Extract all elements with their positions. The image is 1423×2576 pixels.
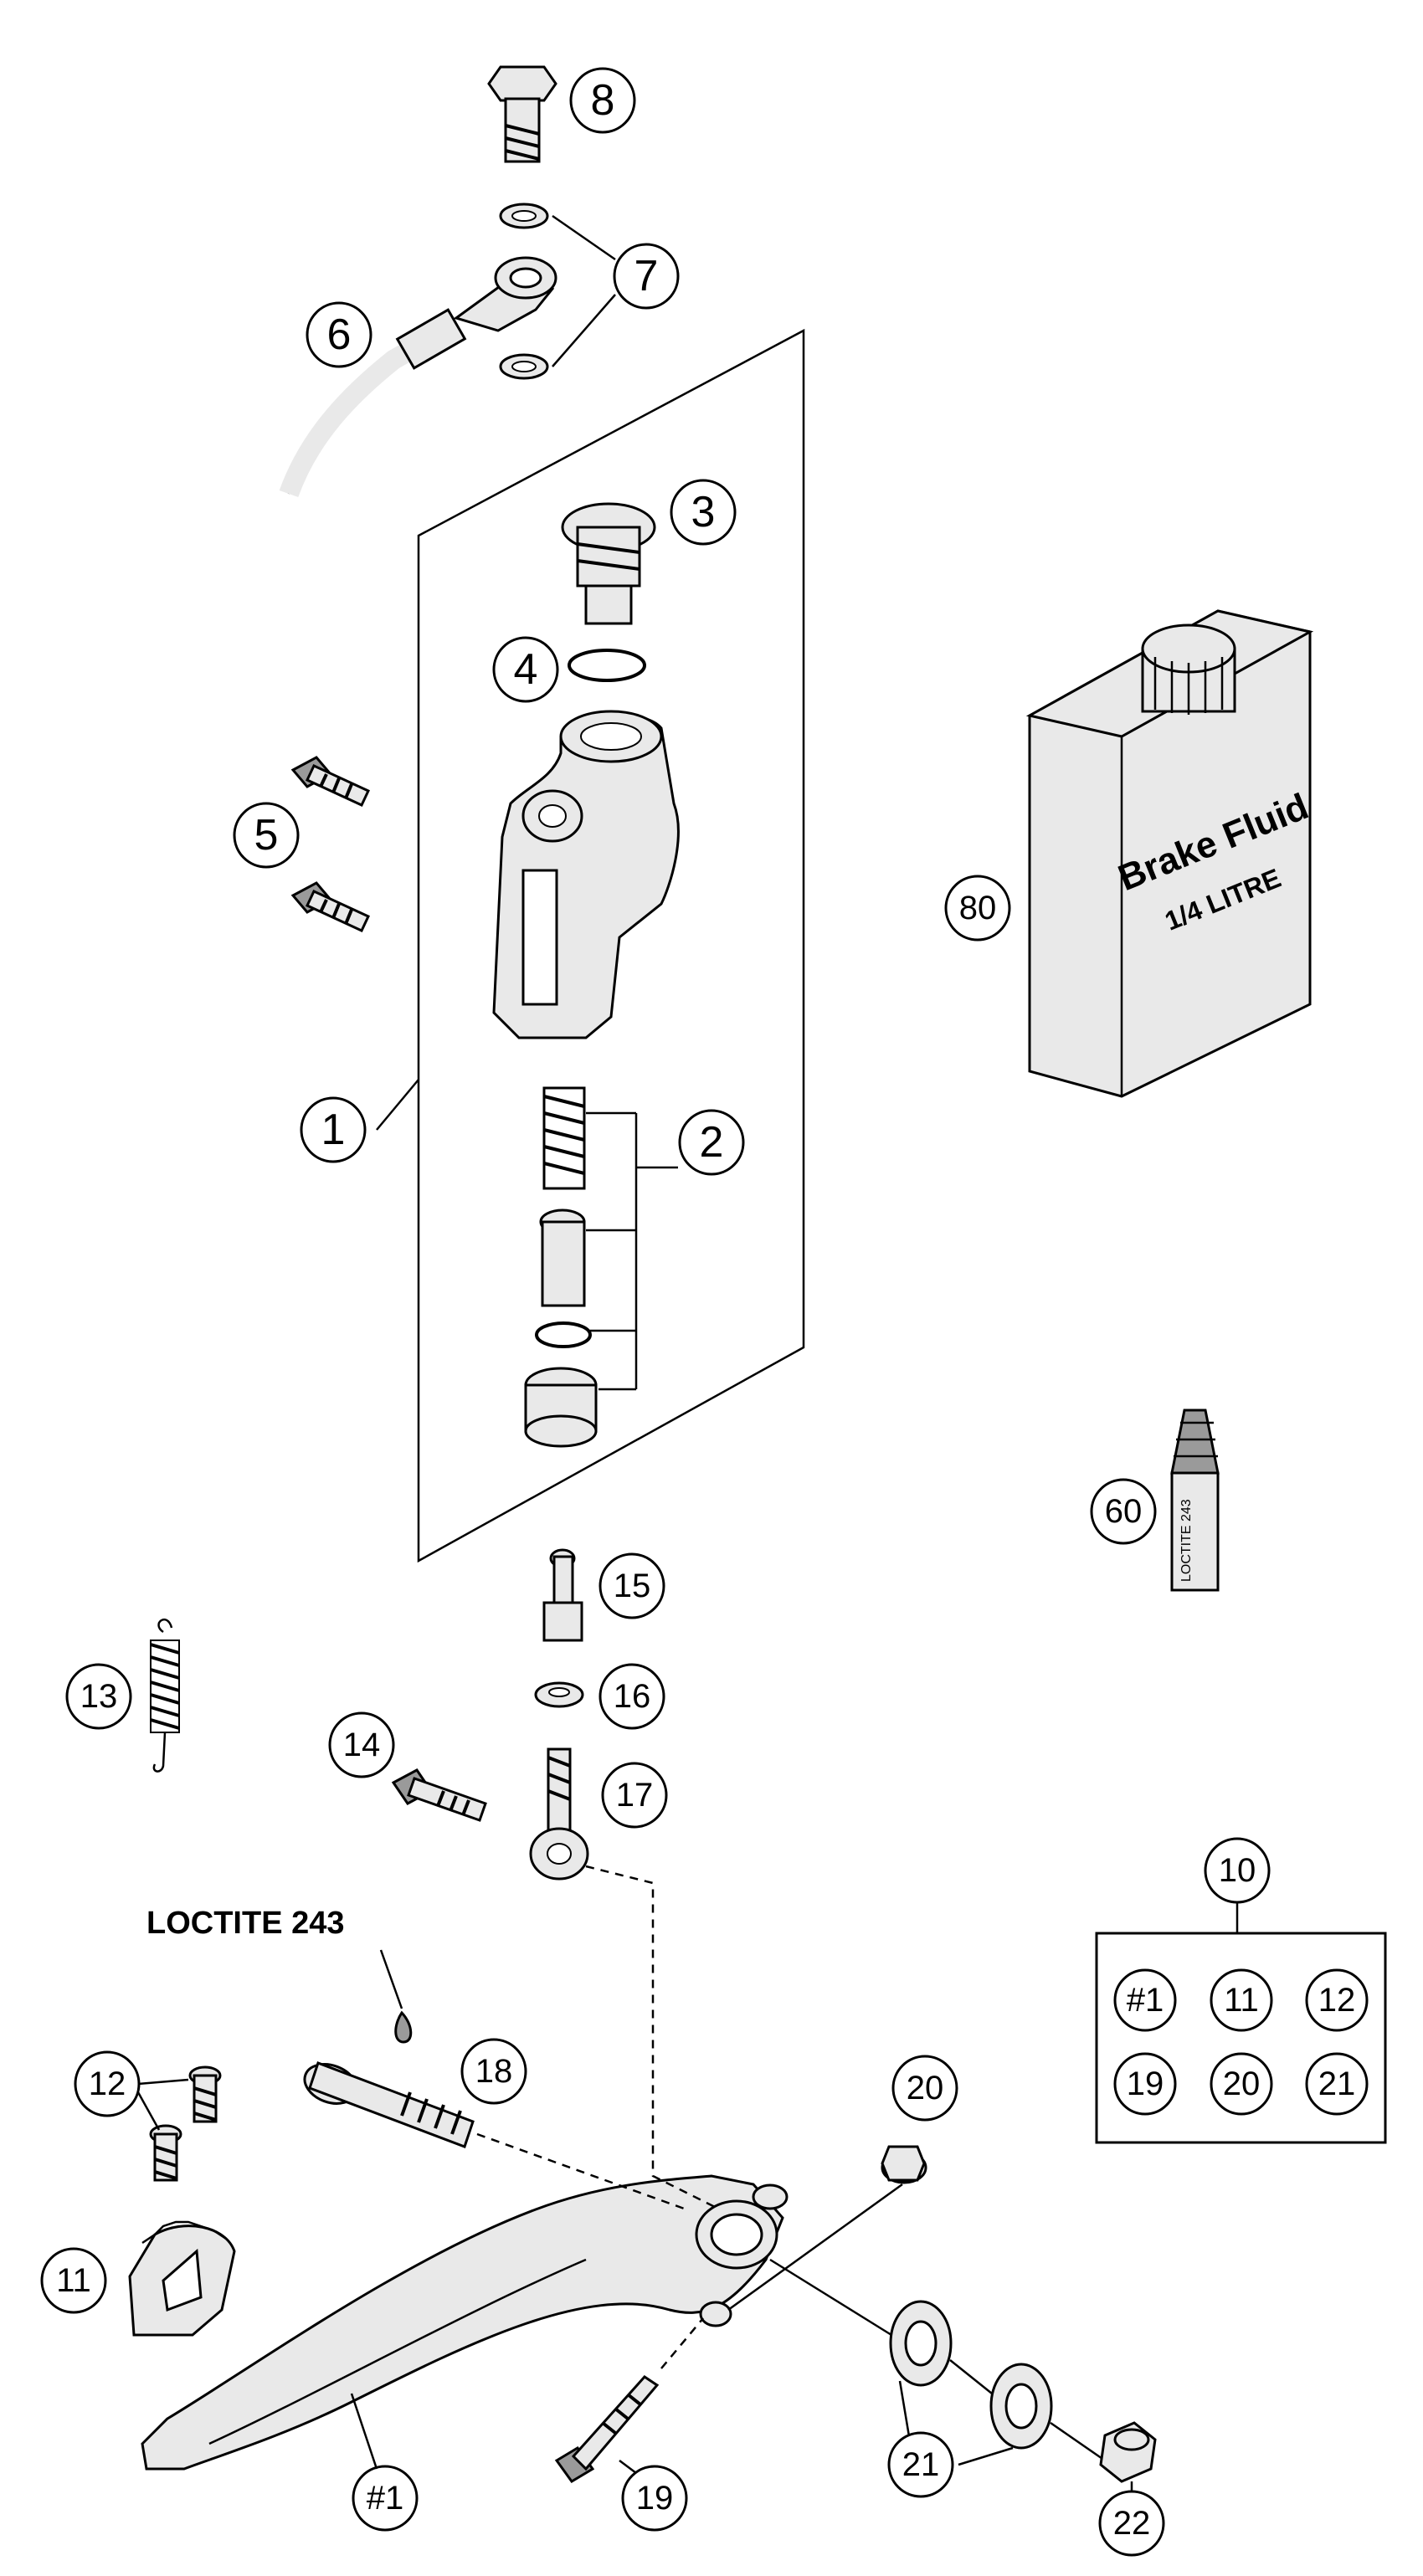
master-cylinder-group-outline [417,328,805,1563]
bolt-19 [554,2375,660,2483]
callout-16: 16 [598,1663,665,1730]
kit-item-21: 21 [1305,2052,1369,2116]
kit-item-part1: #1 [1113,1968,1177,2032]
bearing-left [889,2300,953,2387]
svg-text:13: 13 [80,1678,118,1715]
svg-text:8: 8 [591,76,615,125]
master-cylinder-body [492,710,680,1039]
svg-text:19: 19 [636,2480,674,2517]
svg-text:#1: #1 [1127,1982,1164,2019]
foot-brake-lever [141,2174,789,2471]
piston [539,1208,586,1307]
callout-5: 5 [233,802,300,869]
callout-15: 15 [598,1552,665,1619]
callout-21: 21 [887,2431,954,2498]
tube-label: LOCTITE 243 [1179,1499,1194,1582]
callout-7: 7 [613,243,680,310]
callout-60: 60 [1090,1478,1157,1545]
svg-text:1: 1 [321,1106,346,1154]
callout-17: 17 [601,1762,668,1829]
brake-hose [279,256,557,498]
svg-text:21: 21 [902,2446,940,2483]
piston-seal-cup [524,1367,598,1448]
svg-text:21: 21 [1318,2065,1356,2102]
svg-text:10: 10 [1219,1852,1256,1889]
nut [534,1681,584,1708]
callout-1: 1 [300,1096,367,1163]
svg-text:80: 80 [959,890,997,926]
brake-fluid-can [1025,609,1314,1098]
reservoir-plug [561,502,656,625]
mounting-screw-lower [290,881,371,932]
bushing [1099,2421,1157,2483]
kit-item-20: 20 [1210,2052,1273,2116]
svg-text:60: 60 [1105,1493,1143,1530]
svg-text:4: 4 [514,645,538,694]
callout-22: 22 [1098,2490,1165,2557]
svg-text:17: 17 [616,1777,654,1814]
return-spring [150,1618,180,1773]
loctite-tube [1170,1409,1220,1592]
svg-text:22: 22 [1113,2505,1151,2542]
mounting-screw-upper [290,756,371,807]
callout-11: 11 [40,2247,107,2314]
svg-text:14: 14 [343,1727,381,1763]
flange-nut [881,2145,927,2184]
svg-text:20: 20 [907,2070,944,2106]
svg-text:18: 18 [475,2053,513,2090]
kit-item-12: 12 [1305,1968,1369,2032]
rod-eye [529,1747,589,1881]
svg-text:5: 5 [254,811,279,860]
loctite-243-label: LOCTITE 243 [146,1906,345,1941]
svg-text:16: 16 [614,1678,651,1715]
svg-text:12: 12 [1318,1982,1356,2019]
svg-text:15: 15 [614,1568,651,1604]
callout-6: 6 [306,301,372,368]
svg-text:2: 2 [700,1118,724,1167]
bearing-right [989,2363,1053,2450]
svg-text:11: 11 [1224,1982,1259,2019]
callout-20: 20 [891,2055,958,2122]
svg-text:12: 12 [89,2065,126,2102]
piston-spring [542,1086,586,1190]
o-ring [568,649,646,682]
svg-text:19: 19 [1127,2065,1164,2102]
callout-10: 10 [1204,1837,1271,1904]
bolt [391,1768,487,1822]
callout-14: 14 [328,1711,395,1778]
callout-80: 80 [944,875,1011,942]
banjo-bolt [487,65,557,163]
svg-text:6: 6 [327,310,352,359]
svg-text:20: 20 [1223,2065,1261,2102]
callout-4: 4 [492,636,559,703]
callout-12: 12 [74,2050,141,2117]
screw-lower [149,2124,182,2182]
push-rod [542,1548,583,1642]
screw-upper [188,2065,222,2123]
kit-item-19: 19 [1113,2052,1177,2116]
circlip [535,1321,592,1348]
kit-item-11: 11 [1210,1968,1273,2032]
callout-8: 8 [569,67,636,134]
pedal-tip [128,2220,236,2337]
callout-19: 19 [621,2465,688,2532]
svg-text:3: 3 [691,488,716,536]
callout-18: 18 [460,2038,527,2105]
pivot-bolt [303,2061,475,2148]
svg-text:11: 11 [56,2262,91,2299]
callout-part1: #1 [352,2465,419,2532]
callout-3: 3 [670,479,737,546]
callout-2: 2 [678,1109,745,1176]
loctite-drop [394,2010,413,2044]
callout-13: 13 [65,1663,132,1730]
svg-text:7: 7 [634,252,659,300]
svg-text:#1: #1 [367,2480,404,2517]
